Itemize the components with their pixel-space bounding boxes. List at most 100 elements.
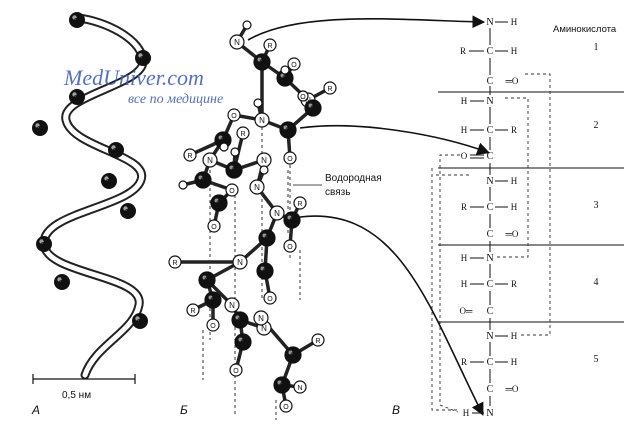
r-group: R xyxy=(460,46,466,56)
scale-bar: 0,5 нм xyxy=(32,374,136,401)
r-group: R xyxy=(511,125,517,135)
r-group: R xyxy=(461,202,467,212)
alpha-carbon: C xyxy=(487,279,494,290)
o-atom-label: O xyxy=(300,94,306,101)
n-atom-label: N xyxy=(261,324,267,333)
r-atom: R xyxy=(186,303,200,317)
carbonyl-carbon: C xyxy=(487,384,494,395)
c-atom: C xyxy=(194,171,212,189)
alpha-carbon: C xyxy=(487,357,494,368)
r-group: R xyxy=(461,357,467,367)
c-alpha-label: Cα xyxy=(136,319,145,326)
c-atom: C xyxy=(258,229,276,247)
n-atom-label: N xyxy=(207,156,213,165)
nitrogen: N xyxy=(486,17,493,28)
carbonyl-carbon: C xyxy=(487,151,494,162)
chain-hydrogen-bond xyxy=(519,73,551,336)
nitrogen: N xyxy=(486,176,493,187)
r-atom-label: R xyxy=(187,153,192,160)
residue-number-3: 3 xyxy=(594,200,599,211)
r-atom-label: R xyxy=(240,131,245,138)
carbonyl-oxygen: ═O xyxy=(505,76,519,86)
c-alpha-atom: Cα xyxy=(108,142,124,158)
r-atom-label: R xyxy=(315,338,320,345)
c-atom: C xyxy=(283,211,301,229)
nitrogen: N xyxy=(486,253,493,264)
c-atom: C xyxy=(198,271,216,289)
chain-hydrogen-bond xyxy=(431,168,458,411)
o-atom-label: O xyxy=(233,368,239,375)
carbonyl-carbon: C xyxy=(487,76,494,87)
r-atom-label: R xyxy=(267,43,272,50)
scale-bar-label: 0,5 нм xyxy=(62,390,91,401)
carbonyl-carbon: C xyxy=(487,306,494,317)
n-atom: N xyxy=(269,205,285,221)
hydrogen: H xyxy=(461,96,468,106)
c-atom-label: C xyxy=(285,126,291,135)
c-atom: C xyxy=(284,346,302,364)
n-atom: N xyxy=(232,254,248,270)
c-atom-label: C xyxy=(220,136,226,145)
c-alpha-atom: Cα xyxy=(36,236,52,252)
arrow-to-residue-2 xyxy=(299,125,491,155)
alpha-carbon: C xyxy=(487,125,494,136)
c-alpha-atom: Cα xyxy=(69,12,85,28)
o-atom: O xyxy=(263,291,277,305)
c-alpha-atom: Cα xyxy=(135,50,151,66)
c-alpha-atom: Cα xyxy=(32,120,48,136)
c-alpha-label: Cα xyxy=(139,56,148,63)
r-atom: R xyxy=(293,196,307,210)
c-atom-label: C xyxy=(231,166,237,175)
h-atom xyxy=(219,142,229,152)
h-atom xyxy=(230,147,240,157)
panel-label-b: Б xyxy=(180,403,188,417)
hydrogen-bond-label-line2: связь xyxy=(325,187,350,198)
watermark-slogan: все по медицине xyxy=(128,92,223,107)
c-atom: C xyxy=(234,333,252,351)
o-atom-label: O xyxy=(291,62,297,69)
c-alpha-atom: Cα xyxy=(132,313,148,329)
c-atom-label: C xyxy=(240,338,246,347)
watermark-brand: MedUniver.com xyxy=(63,65,204,90)
n-atom-label: N xyxy=(234,38,240,47)
hydrogen: H xyxy=(511,176,518,186)
n-atom-label: N xyxy=(258,314,264,323)
r-atom: R xyxy=(323,81,337,95)
c-atom: C xyxy=(253,53,271,71)
hydrogen: H xyxy=(511,357,518,367)
c-atom-label: C xyxy=(264,234,270,243)
o-atom-label: O xyxy=(210,323,216,330)
carbonyl-oxygen: ═O xyxy=(505,229,519,239)
n-atom-label: N xyxy=(229,301,235,310)
r-atom: R xyxy=(168,255,182,269)
r-atom: R xyxy=(183,148,197,162)
o-atom: O xyxy=(227,108,241,122)
n-atom-label: N xyxy=(254,183,260,192)
nitrogen: N xyxy=(486,96,493,107)
c-atom-label: C xyxy=(237,316,243,325)
c-alpha-atom: Cα xyxy=(120,203,136,219)
arrow-to-residue-5 xyxy=(299,215,484,416)
hydrogen: H xyxy=(511,46,518,56)
h-atom xyxy=(178,180,188,190)
c-alpha-label: Cα xyxy=(58,280,67,287)
hydrogen: H xyxy=(461,253,468,263)
hydrogen: H xyxy=(463,408,470,418)
c-alpha-label: Cα xyxy=(73,18,82,25)
h-atom xyxy=(259,165,269,175)
r-group: R xyxy=(511,279,517,289)
hydrogen: H xyxy=(511,17,518,27)
o-atom-label: O xyxy=(229,188,235,195)
chain-hydrogen-bond xyxy=(439,154,460,413)
hydrogen-bond-label-line1: Водородная xyxy=(325,173,382,184)
o-atom-label: O xyxy=(287,156,293,163)
o-atom-label: O xyxy=(267,296,273,303)
residue-number-1: 1 xyxy=(594,42,599,53)
o-atom: O xyxy=(283,151,297,165)
residue-number-4: 4 xyxy=(594,277,599,288)
hydrogen: H xyxy=(461,125,468,135)
c-alpha-atom: Cα xyxy=(54,274,70,290)
